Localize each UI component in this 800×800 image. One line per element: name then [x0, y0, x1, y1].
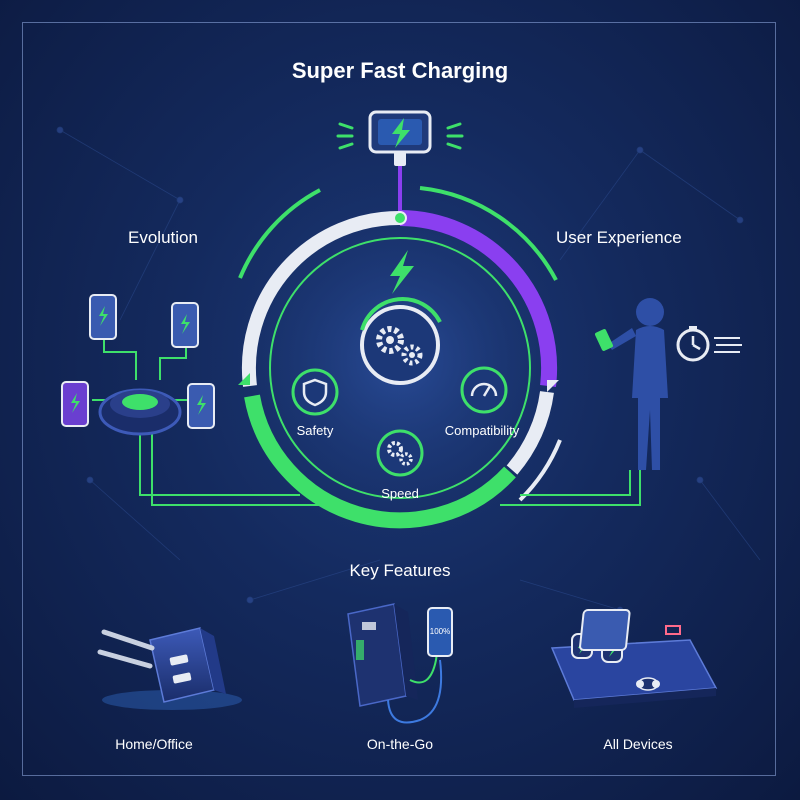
wall-charger-icon: [97, 627, 242, 710]
speed-label: Speed: [381, 486, 419, 501]
outer-ring: [238, 186, 562, 529]
phone-icon: [61, 381, 89, 427]
user-silhouette: [594, 298, 668, 470]
phone-icon: [89, 294, 117, 340]
power-bank-icon: [347, 603, 453, 724]
safety-feature-icon: [291, 368, 339, 416]
home-office-label: Home/Office: [115, 736, 193, 752]
stopwatch-icon: [676, 326, 742, 362]
all-devices-label: All Devices: [603, 736, 673, 752]
evolution-network: [61, 294, 641, 506]
gauge-icon: [470, 382, 498, 397]
phone-icon: [171, 302, 199, 348]
page-title: Super Fast Charging: [291, 58, 509, 83]
key-features-label: Key Features: [349, 561, 451, 580]
user-experience-label: User Experience: [556, 228, 682, 247]
phone-icon: [187, 383, 215, 429]
powerbank-screen-text: 100%: [430, 627, 450, 636]
compatibility-feature-icon: [460, 366, 508, 414]
shield-icon: [302, 378, 328, 407]
top-charging-phone-icon: [336, 110, 464, 214]
safety-label: Safety: [296, 423, 334, 438]
charging-pad-icon: [550, 609, 718, 708]
border-frame: [22, 22, 776, 776]
lightning-icon: [390, 250, 414, 294]
earbuds-icon: [636, 677, 660, 691]
speed-feature-icon: [376, 429, 424, 477]
gears-icon: [360, 297, 442, 385]
evolution-label: Evolution: [128, 228, 198, 247]
compatibility-label: Compatibility: [444, 423, 520, 438]
on-the-go-label: On-the-Go: [366, 736, 434, 752]
network-background: [56, 126, 761, 614]
